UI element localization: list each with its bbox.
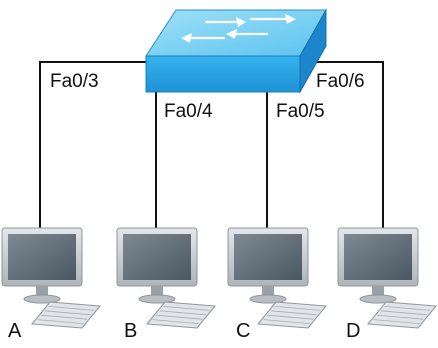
monitor-screen	[234, 234, 302, 280]
switch-front	[145, 55, 301, 93]
monitor-screen	[123, 234, 191, 280]
monitor-stand-neck	[151, 286, 163, 296]
port-label-fa0-3: Fa0/3	[50, 71, 99, 92]
switch-side	[299, 8, 327, 94]
monitor-stand-base	[249, 294, 287, 304]
desktop-computer-icon	[1, 227, 101, 329]
port-label-fa0-5: Fa0/5	[276, 101, 325, 122]
switch-arrows-icon	[181, 14, 296, 43]
desktop-computer-icon	[337, 227, 437, 329]
monitor-screen	[8, 234, 76, 280]
host-label-a: A	[8, 320, 22, 342]
keyboard-icon	[367, 301, 437, 329]
monitor-stand-base	[138, 294, 176, 304]
monitor-stand-neck	[262, 286, 274, 296]
monitor-stand-neck	[372, 286, 384, 296]
network-switch-icon	[145, 8, 327, 94]
monitor-stand-base	[359, 294, 397, 304]
monitor-screen	[344, 234, 412, 280]
computers	[1, 227, 437, 329]
host-label-c: C	[236, 320, 251, 342]
cable-a	[39, 61, 146, 228]
port-label-fa0-6: Fa0/6	[316, 71, 365, 92]
port-label-fa0-4: Fa0/4	[164, 101, 213, 122]
host-label-b: B	[124, 320, 138, 342]
keyboard-icon	[146, 301, 216, 329]
keyboard-icon	[257, 301, 327, 329]
keyboard-icon	[31, 301, 101, 329]
desktop-computer-icon	[116, 227, 216, 329]
desktop-computer-icon	[227, 227, 327, 329]
cable-d	[300, 61, 384, 228]
host-label-d: D	[346, 320, 361, 342]
cables	[39, 61, 384, 228]
monitor-stand-neck	[36, 286, 48, 296]
monitor-stand-base	[23, 294, 61, 304]
